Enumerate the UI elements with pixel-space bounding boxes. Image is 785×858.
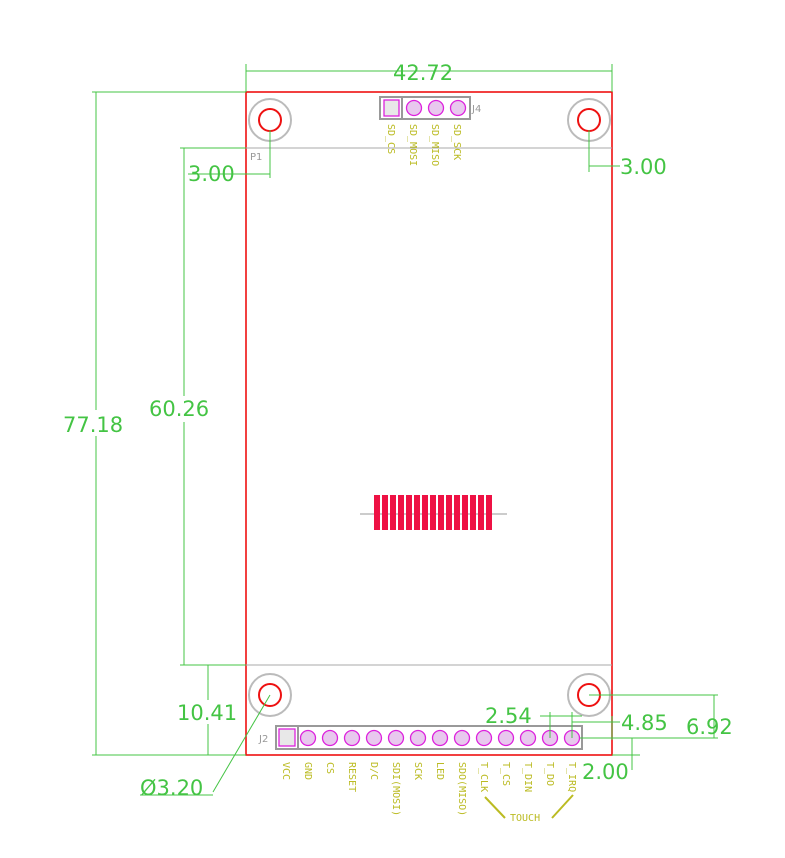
fpc-contact (462, 495, 468, 530)
dim-pin-bottom: 2.00 (582, 738, 640, 784)
dim-hole-diameter-text: Ø3.20 (140, 776, 203, 800)
dim-pin-offset-y-text: 6.92 (686, 715, 733, 739)
j2-label: SDI(MOSI) (390, 762, 401, 816)
dim-hole-offset-left: 3.00 (188, 130, 271, 186)
j2-label: T_IRQ (566, 762, 577, 792)
j2-label: RESET (346, 762, 357, 792)
j2-pin-1 (278, 728, 296, 747)
j2-label: GND (302, 762, 313, 780)
j2-label: SCK (412, 762, 423, 780)
mounting-hole-bottom-left (248, 673, 292, 717)
fpc-connector (360, 495, 507, 530)
j4-label-sd-mosi: SD_MOSI (407, 124, 418, 166)
fpc-contact (390, 495, 396, 530)
fpc-contact (478, 495, 484, 530)
fpc-contact (406, 495, 412, 530)
dim-pin-offset-y: 6.92 (580, 694, 733, 739)
j2-pin-11 (497, 729, 515, 747)
j4-pin-4 (449, 99, 467, 117)
j2-label: D/C (368, 762, 379, 780)
dim-pin-pitch: 2.54 (485, 704, 582, 738)
j4-pin-3 (427, 99, 445, 117)
j2-pin-10 (475, 729, 493, 747)
j2-pin-4 (343, 729, 361, 747)
j2-pin-8 (431, 729, 449, 747)
dim-pin-offset-x: 4.85 (572, 711, 668, 740)
j4-label-sd-miso: SD_MISO (429, 124, 440, 166)
j2-label: T_CLK (478, 762, 489, 792)
j2-pin-6 (387, 729, 405, 747)
j4-label-sd-sck: SD_SCK (451, 124, 462, 160)
dim-height: 77.18 (62, 91, 246, 756)
j2-pin-2 (299, 729, 317, 747)
j2-label: VCC (280, 762, 291, 780)
j2-label: T_CS (500, 762, 511, 786)
dim-width-text: 42.72 (393, 61, 453, 85)
fpc-contact (430, 495, 436, 530)
j2-label: LED (434, 762, 445, 780)
fpc-contact (438, 495, 444, 530)
dim-bottom-margin: 10.41 (176, 665, 238, 755)
dim-screen-height-text: 60.26 (149, 397, 209, 421)
j2-pin-5 (365, 729, 383, 747)
j2-pin-12 (519, 729, 537, 747)
board-outline (245, 91, 613, 756)
dim-pin-bottom-text: 2.00 (582, 760, 629, 784)
fpc-contact (398, 495, 404, 530)
dim-bottom-margin-text: 10.41 (177, 701, 237, 725)
dim-pin-offset-x-text: 4.85 (621, 711, 668, 735)
touch-bracket: TOUCH (484, 794, 574, 824)
j2-pin-9 (453, 729, 471, 747)
ref-j2: J2 (258, 734, 268, 745)
dim-pin-pitch-text: 2.54 (485, 704, 532, 728)
dim-height-text: 77.18 (63, 413, 123, 437)
dim-hole-diameter: Ø3.20 (140, 694, 271, 800)
fpc-contact (374, 495, 380, 530)
dim-hole-offset-right: 3.00 (588, 130, 667, 179)
fpc-contact (454, 495, 460, 530)
j2-pin-7 (409, 729, 427, 747)
j4-pin-2 (405, 99, 423, 117)
j4-pin-1 (383, 99, 400, 117)
j2-label: T_DIN (522, 762, 533, 792)
header-j2: J2 (258, 725, 583, 750)
ref-p1: P1 (250, 152, 262, 163)
fpc-contact (414, 495, 420, 530)
ref-j4: J4 (471, 104, 481, 115)
j2-label: T_DO (544, 762, 555, 786)
dim-hole-offset-left-text: 3.00 (188, 162, 235, 186)
fpc-contact (422, 495, 428, 530)
fpc-contact (470, 495, 476, 530)
header-j4: J4 (379, 96, 481, 120)
dim-screen-height: 60.26 (148, 147, 246, 666)
fpc-contact (382, 495, 388, 530)
dim-width: 42.72 (245, 61, 613, 92)
j2-label: CS (324, 762, 335, 774)
j4-label-sd-cs: SD_CS (385, 124, 396, 154)
touch-label: TOUCH (510, 813, 540, 824)
j2-label: SDO(MISO) (456, 762, 467, 816)
fpc-contact (486, 495, 492, 530)
fpc-contact (446, 495, 452, 530)
dim-hole-offset-right-text: 3.00 (620, 155, 667, 179)
j2-pin-3 (321, 729, 339, 747)
